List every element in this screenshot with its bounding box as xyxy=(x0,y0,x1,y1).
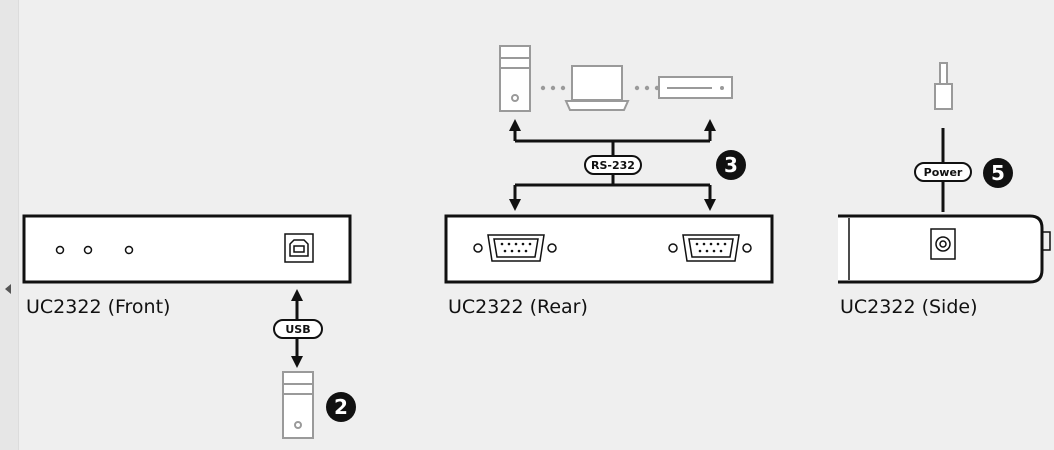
svg-text:2: 2 xyxy=(334,395,348,419)
computer-tower-icon xyxy=(282,371,314,439)
power-label: Power xyxy=(914,162,972,182)
svg-text:5: 5 xyxy=(991,161,1005,185)
rs232-lower-fork xyxy=(509,183,716,211)
svg-text:3: 3 xyxy=(724,153,738,177)
rear-unit xyxy=(444,214,774,284)
serial-port-1-icon xyxy=(473,234,557,262)
step-3-badge: 3 xyxy=(716,150,746,180)
side-unit xyxy=(838,214,1051,284)
step-5-badge: 5 xyxy=(983,158,1013,188)
network-appliance-icon xyxy=(658,76,733,99)
rs232-label: RS-232 xyxy=(584,155,642,175)
front-panel xyxy=(22,214,352,284)
ellipsis-dots-1 xyxy=(540,85,566,91)
serial-port-2-icon xyxy=(668,234,752,262)
rear-panel xyxy=(444,214,774,284)
laptop-icon xyxy=(564,65,630,111)
rear-caption: UC2322 (Rear) xyxy=(448,296,588,318)
ellipsis-dots-2 xyxy=(634,85,660,91)
step-2-badge: 2 xyxy=(326,392,356,422)
side-caption: UC2322 (Side) xyxy=(840,296,977,318)
front-led-1 xyxy=(55,245,65,255)
front-caption: UC2322 (Front) xyxy=(26,296,170,318)
collapse-arrow-icon[interactable] xyxy=(5,284,11,294)
usb-label: USB xyxy=(273,319,323,339)
front-unit xyxy=(22,214,352,284)
front-led-3 xyxy=(124,245,134,255)
power-plug-icon xyxy=(934,62,953,110)
svg-text:Power: Power xyxy=(924,166,963,179)
svg-text:RS-232: RS-232 xyxy=(591,159,635,172)
left-gutter xyxy=(0,0,19,450)
server-tower-icon xyxy=(499,45,531,112)
usb-port-icon xyxy=(284,233,314,263)
svg-text:USB: USB xyxy=(285,323,310,336)
dc-power-jack-icon xyxy=(930,228,956,260)
side-panel xyxy=(838,214,1044,284)
front-led-2 xyxy=(83,245,93,255)
